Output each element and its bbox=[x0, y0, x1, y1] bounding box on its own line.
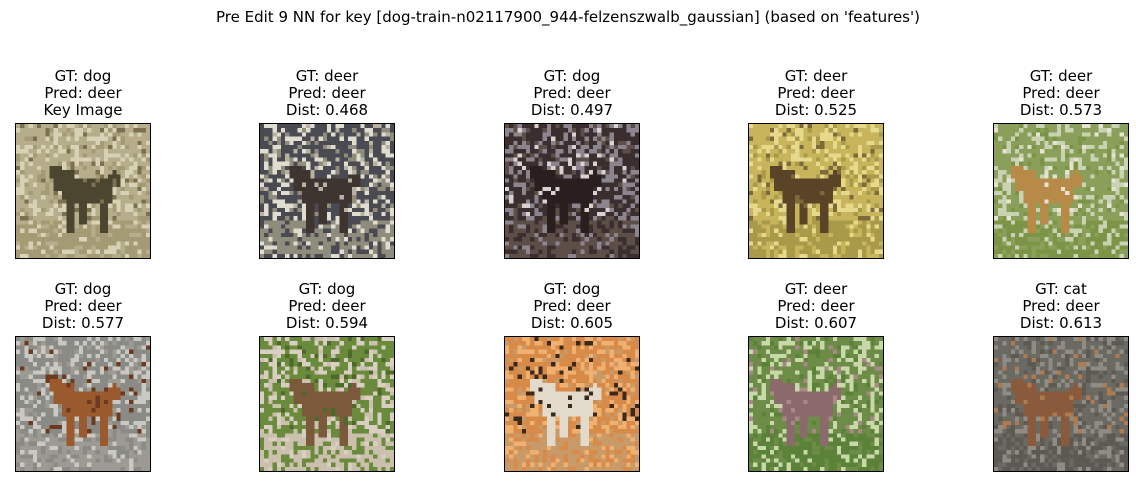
thumbnail-image bbox=[749, 124, 883, 258]
distance-label: Dist: 0.594 bbox=[285, 314, 369, 332]
neighbor-thumbnail bbox=[748, 336, 884, 472]
thumbnail-image bbox=[260, 337, 394, 471]
prediction-label: Pred: deer bbox=[1022, 297, 1100, 315]
distance-label: Dist: 0.573 bbox=[1019, 101, 1103, 119]
thumbnail-image bbox=[749, 337, 883, 471]
neighbor-thumbnail bbox=[504, 336, 640, 472]
ground-truth-label: GT: cat bbox=[1035, 280, 1087, 298]
neighbor-thumbnail bbox=[748, 123, 884, 259]
ground-truth-label: GT: dog bbox=[543, 67, 601, 85]
distance-label: Dist: 0.497 bbox=[530, 101, 614, 119]
neighbor-thumbnail bbox=[15, 336, 151, 472]
distance-label: Dist: 0.525 bbox=[774, 101, 858, 119]
ground-truth-label: GT: dog bbox=[54, 280, 112, 298]
key-image-thumbnail bbox=[15, 123, 151, 259]
thumbnail-image bbox=[994, 124, 1128, 258]
ground-truth-label: GT: dog bbox=[54, 67, 112, 85]
prediction-label: Pred: deer bbox=[533, 84, 611, 102]
prediction-label: Pred: deer bbox=[777, 84, 855, 102]
thumbnail-image bbox=[16, 337, 150, 471]
ground-truth-label: GT: deer bbox=[295, 67, 359, 85]
thumbnail-image bbox=[505, 124, 639, 258]
neighbor-thumbnail bbox=[259, 123, 395, 259]
ground-truth-label: GT: deer bbox=[784, 280, 848, 298]
prediction-label: Pred: deer bbox=[44, 297, 122, 315]
thumbnail-image bbox=[16, 124, 150, 258]
key-image-label: Key Image bbox=[43, 101, 123, 119]
neighbor-thumbnail bbox=[993, 336, 1129, 472]
ground-truth-label: GT: dog bbox=[543, 280, 601, 298]
thumbnail-image bbox=[505, 337, 639, 471]
prediction-label: Pred: deer bbox=[288, 297, 366, 315]
ground-truth-label: GT: deer bbox=[1029, 67, 1093, 85]
ground-truth-label: GT: deer bbox=[784, 67, 848, 85]
thumbnail-image bbox=[260, 124, 394, 258]
distance-label: Dist: 0.468 bbox=[285, 101, 369, 119]
prediction-label: Pred: deer bbox=[44, 84, 122, 102]
distance-label: Dist: 0.605 bbox=[530, 314, 614, 332]
thumbnail-image bbox=[994, 337, 1128, 471]
figure-title: Pre Edit 9 NN for key [dog-train-n021179… bbox=[216, 8, 920, 26]
prediction-label: Pred: deer bbox=[777, 297, 855, 315]
distance-label: Dist: 0.577 bbox=[41, 314, 125, 332]
prediction-label: Pred: deer bbox=[1022, 84, 1100, 102]
prediction-label: Pred: deer bbox=[533, 297, 611, 315]
distance-label: Dist: 0.607 bbox=[774, 314, 858, 332]
ground-truth-label: GT: dog bbox=[298, 280, 356, 298]
neighbor-thumbnail bbox=[993, 123, 1129, 259]
prediction-label: Pred: deer bbox=[288, 84, 366, 102]
distance-label: Dist: 0.613 bbox=[1019, 314, 1103, 332]
neighbor-thumbnail bbox=[259, 336, 395, 472]
neighbor-thumbnail bbox=[504, 123, 640, 259]
